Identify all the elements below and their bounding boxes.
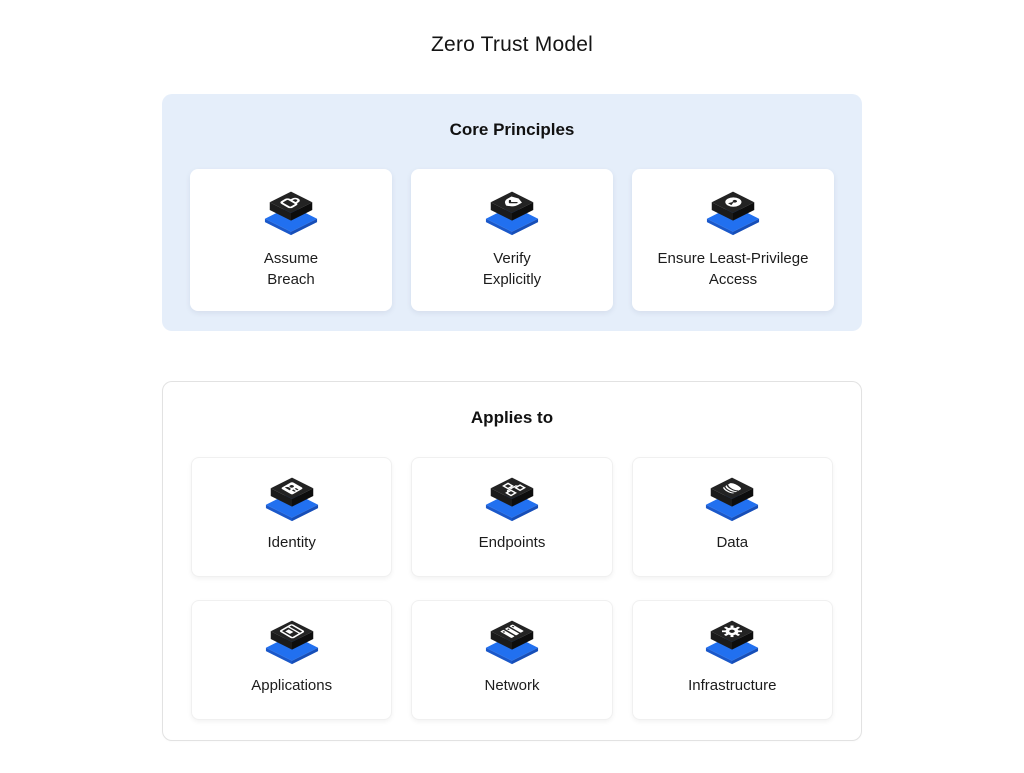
shield-check-icon — [477, 182, 547, 238]
keyhole-icon — [698, 182, 768, 238]
card-label: Infrastructure — [688, 677, 777, 694]
card-infrastructure: Infrastructure — [631, 600, 833, 720]
card-label: Endpoints — [478, 534, 546, 551]
card-label: Network — [484, 677, 540, 694]
card-applications: Applications — [191, 600, 393, 720]
network-stack-icon — [477, 611, 547, 667]
unlock-icon — [256, 182, 326, 238]
card-data: Data — [631, 457, 833, 577]
id-badge-icon — [257, 468, 327, 524]
section-title-applies-to: Applies to — [470, 408, 554, 427]
applies-to-grid: Identity Endpoints Data Applications — [191, 457, 833, 720]
card-label: Applications — [251, 677, 333, 694]
section-applies-to: Applies to Identity Endpoints — [162, 381, 862, 741]
app-window-icon — [257, 611, 327, 667]
card-label: Data — [716, 534, 749, 551]
card-identity: Identity — [191, 457, 393, 577]
card-label: Identity — [267, 534, 316, 551]
nodes-icon — [477, 468, 547, 524]
card-network: Network — [411, 600, 613, 720]
page-title: Zero Trust Model — [431, 33, 593, 56]
gear-icon — [697, 611, 767, 667]
section-title-core-principles: Core Principles — [449, 120, 575, 139]
database-icon — [697, 468, 767, 524]
card-endpoints: Endpoints — [411, 457, 613, 577]
